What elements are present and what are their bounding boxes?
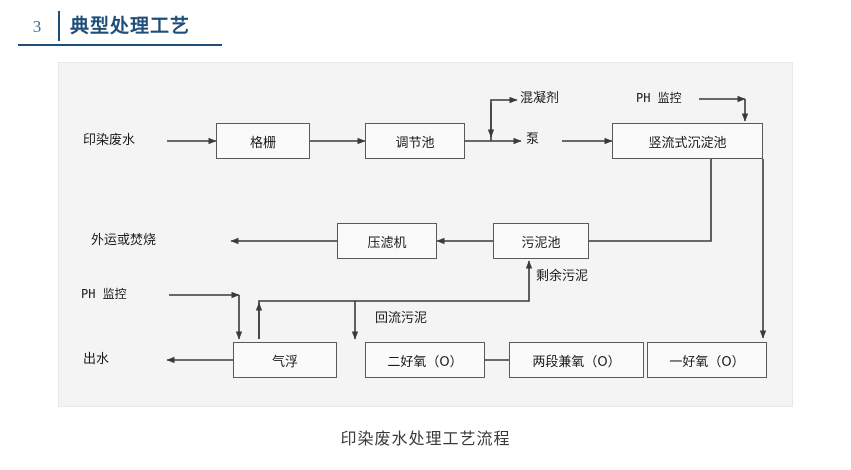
box-two-stage-facultative[interactable]: 两段兼氧（O） — [509, 342, 644, 378]
label-influent: 印染废水 — [83, 133, 136, 148]
box-second-aerobic[interactable]: 二好氧（O） — [365, 342, 485, 378]
label-return-sludge: 回流污泥 — [375, 311, 428, 326]
box-sludge-pool[interactable]: 污泥池 — [493, 223, 589, 259]
box-air-flotation[interactable]: 气浮 — [233, 342, 337, 378]
diagram-caption: 印染废水处理工艺流程 — [340, 429, 511, 448]
label-ph-monitor-bottom: PH 监控 — [81, 287, 127, 301]
box-grille[interactable]: 格栅 — [216, 123, 310, 159]
header-divider — [58, 11, 60, 41]
box-regulating-tank[interactable]: 调节池 — [365, 123, 465, 159]
section-number: 3 — [32, 16, 42, 36]
page-title: 典型处理工艺 — [70, 15, 191, 37]
section-header: 3 典型处理工艺 — [18, 8, 222, 44]
label-coagulant: 混凝剂 — [520, 91, 560, 106]
label-effluent: 出水 — [83, 352, 110, 367]
label-pump: 泵 — [526, 132, 540, 147]
flow-diagram: 格栅 调节池 竖流式沉淀池 压滤机 污泥池 气浮 二好氧（O） 两段兼氧（O） … — [58, 62, 793, 407]
label-excess-sludge: 剩余污泥 — [536, 269, 589, 284]
label-ph-monitor-top: PH 监控 — [636, 91, 682, 105]
box-first-aerobic[interactable]: 一好氧（O） — [647, 342, 767, 378]
box-filter-press[interactable]: 压滤机 — [337, 223, 437, 259]
header-underline — [18, 44, 222, 46]
box-vertical-settling-tank[interactable]: 竖流式沉淀池 — [612, 123, 763, 159]
label-haul-or-incinerate: 外运或焚烧 — [91, 233, 157, 248]
